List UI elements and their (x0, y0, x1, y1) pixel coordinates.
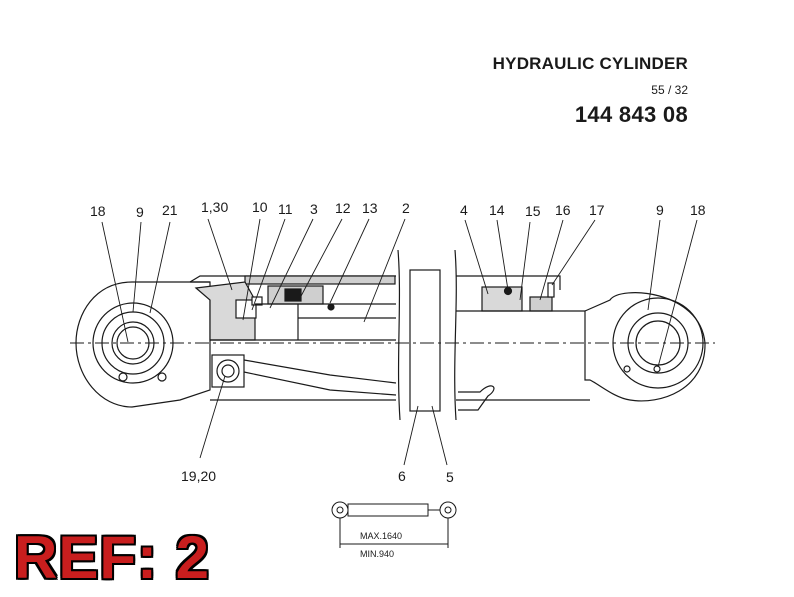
right-clevis-housing (584, 292, 706, 402)
piston-lip-16 (529, 296, 553, 312)
ref-label: REF: 2 (14, 524, 211, 591)
break-line-left (397, 249, 401, 421)
part-number: 144 843 08 (574, 102, 688, 127)
callout-9-right: 9 (656, 202, 664, 218)
callout-4: 4 (460, 202, 468, 218)
dimension-min: MIN.940 (360, 549, 394, 559)
callout-18-right: 18 (690, 202, 706, 218)
dimension-max: MAX.1640 (360, 531, 402, 541)
gland-band (244, 275, 396, 285)
callout-13: 13 (362, 200, 378, 216)
callout-1-30: 1,30 (201, 199, 228, 215)
callout-9-left: 9 (136, 204, 144, 220)
left-grease-nipple-1 (118, 372, 128, 382)
callout-21: 21 (162, 202, 178, 218)
callout-14: 14 (489, 202, 505, 218)
seal-oring (284, 288, 302, 302)
seal-13-ball (327, 303, 335, 311)
callout-6: 6 (398, 468, 406, 484)
break-line-right (454, 249, 457, 421)
callout-10: 10 (252, 199, 268, 215)
right-grease-nipple-1 (623, 365, 631, 373)
callout-19-20: 19,20 (181, 468, 216, 484)
left-clevis-housing (75, 281, 211, 408)
left-grease-nipple-2 (157, 372, 167, 382)
right-grease-nipple-2 (653, 365, 661, 373)
dimension-drawing (331, 501, 457, 548)
piston-band-6-5 (409, 269, 441, 412)
callout-2: 2 (402, 200, 410, 216)
diagram-title: HYDRAULIC CYLINDER (492, 54, 688, 73)
tube-right-upper (456, 275, 561, 290)
piston-seal-block (481, 286, 523, 312)
return-hose (458, 385, 495, 411)
callout-15: 15 (525, 203, 541, 219)
callout-18-left: 18 (90, 203, 106, 219)
hydraulic-line (243, 359, 397, 396)
callout-17: 17 (589, 202, 605, 218)
callout-5: 5 (446, 469, 454, 485)
callout-16: 16 (555, 202, 571, 218)
callout-3: 3 (310, 201, 318, 217)
bore-rod-ratio: 55 / 32 (651, 83, 688, 97)
callout-11: 11 (278, 201, 293, 217)
callout-12: 12 (335, 200, 351, 216)
